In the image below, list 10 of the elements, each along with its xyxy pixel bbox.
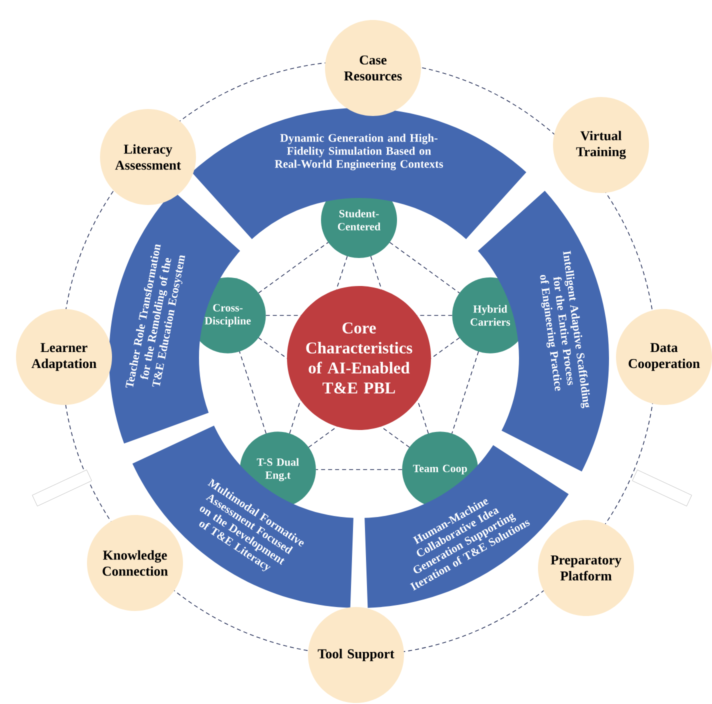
dashed-line	[239, 351, 266, 434]
dashed-line	[380, 426, 410, 448]
dashed-line	[452, 351, 479, 434]
dashed-line	[316, 469, 402, 470]
dashed-line	[308, 426, 338, 448]
dashed-line	[258, 242, 329, 294]
dashed-line	[389, 242, 460, 294]
dashed-line	[430, 337, 460, 359]
dashed-line	[417, 400, 429, 434]
dashed-line	[258, 337, 288, 359]
